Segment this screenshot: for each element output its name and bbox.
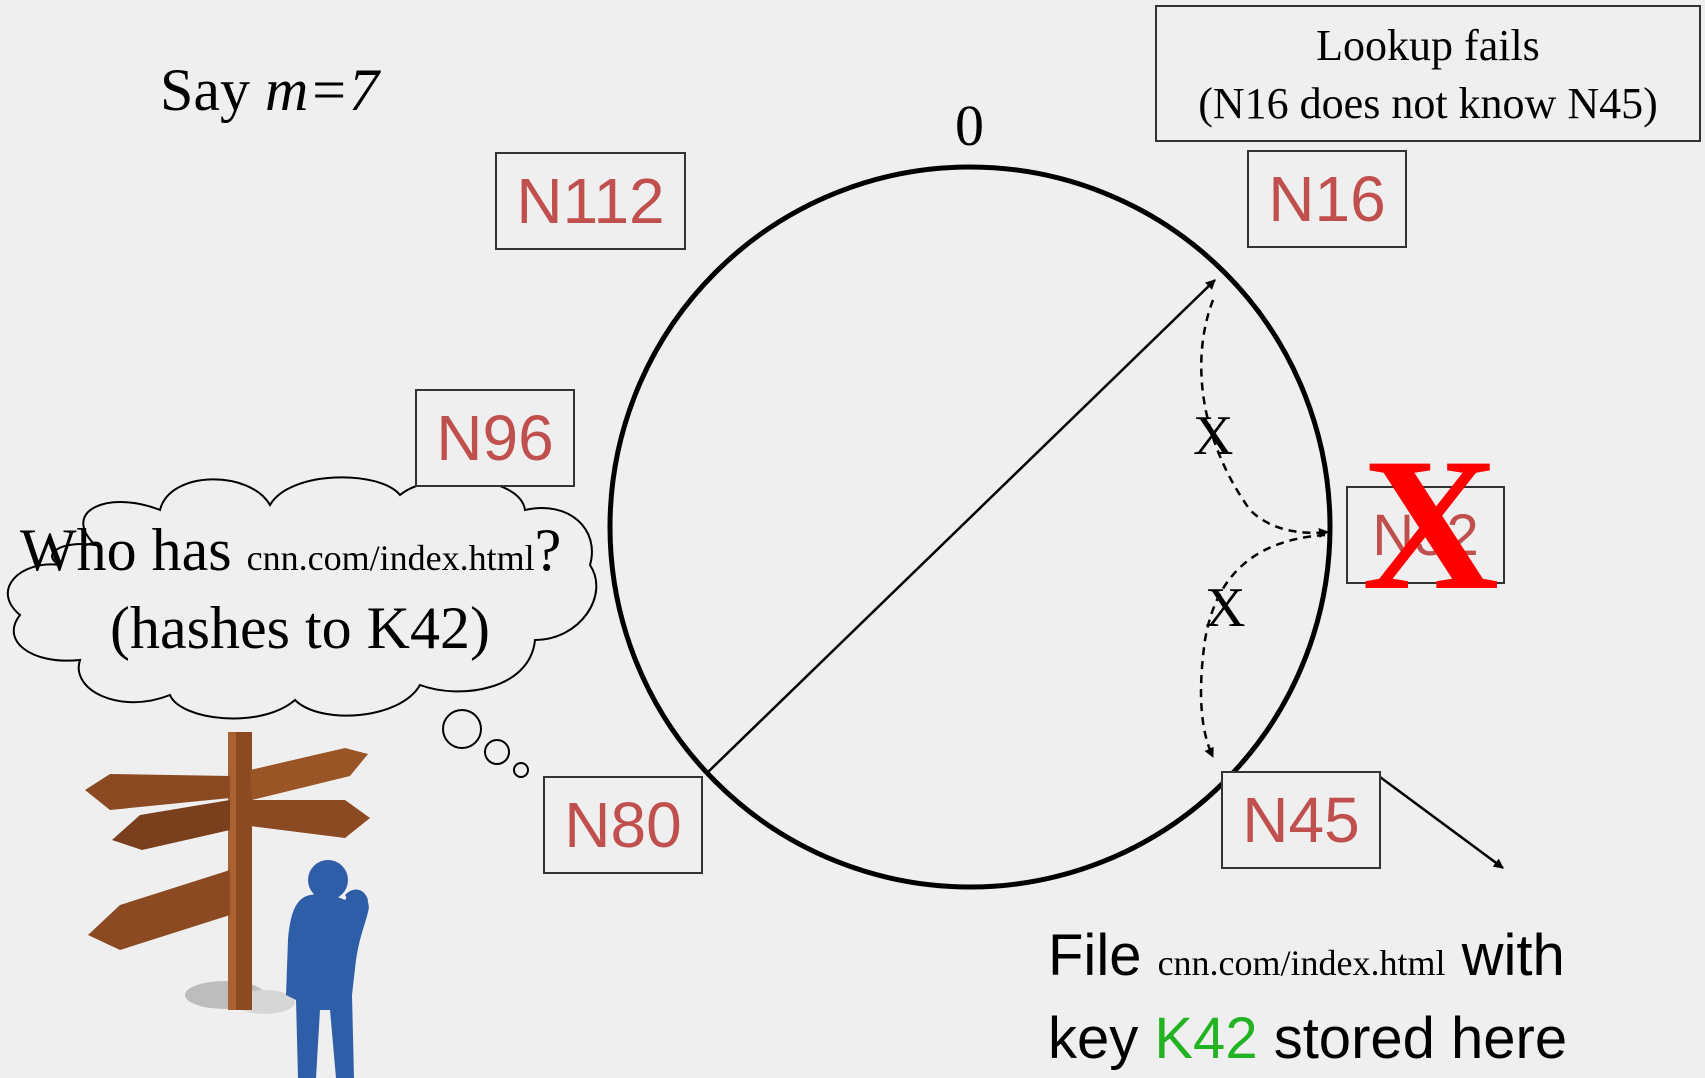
chord-ring xyxy=(607,164,1333,890)
node-n32: N32 xyxy=(1346,486,1505,584)
dashed-arrow-n32-to-n45 xyxy=(1199,533,1326,758)
question-mark: ? xyxy=(534,517,562,583)
file-word: File xyxy=(1048,923,1158,988)
thought-cloud xyxy=(6,476,598,778)
node-n45: N45 xyxy=(1221,771,1381,869)
file-url: cnn.com/index.html xyxy=(1157,943,1446,983)
person-icon xyxy=(286,860,369,1078)
hop-x-mark-1: X xyxy=(1193,405,1234,467)
node-n112: N112 xyxy=(495,152,686,250)
node-n80: N80 xyxy=(543,776,703,874)
who-has-text: Who has xyxy=(20,517,247,583)
lookup-fails-line2: (N16 does not know N45) xyxy=(1198,79,1658,128)
failed-node-x-mark: X xyxy=(1362,420,1500,630)
say-m-label: Say m=7 xyxy=(160,60,379,120)
file-note-line2: key K42 stored here xyxy=(1048,1001,1567,1077)
node-n96: N96 xyxy=(415,389,575,487)
lookup-arrow-n80-to-n16 xyxy=(706,279,1216,774)
lookup-fails-box: Lookup fails (N16 does not know N45) xyxy=(1155,5,1701,142)
m-value: =7 xyxy=(308,57,379,123)
file-note-line1: File cnn.com/index.html with xyxy=(1048,918,1567,1001)
ring-zero-label: 0 xyxy=(955,93,984,158)
hop-x-mark-2: X xyxy=(1205,577,1246,639)
stored-here: stored here xyxy=(1257,1006,1568,1071)
key-word: key xyxy=(1048,1006,1155,1071)
key-k42: K42 xyxy=(1154,1006,1258,1071)
question-line2: (hashes to K42) xyxy=(110,595,490,661)
with-word: with xyxy=(1445,923,1565,988)
lookup-fails-line1: Lookup fails xyxy=(1316,21,1540,70)
file-note: File cnn.com/index.html with key K42 sto… xyxy=(1048,918,1567,1077)
question-line1: Who has cnn.com/index.html? xyxy=(20,520,561,580)
m-variable: m xyxy=(265,57,309,123)
say-text: Say xyxy=(160,57,265,123)
question-url: cnn.com/index.html xyxy=(246,538,535,578)
node-n16: N16 xyxy=(1247,150,1407,248)
dashed-arrow-n16-to-n32 xyxy=(1200,299,1329,538)
n45-pointer-arrow xyxy=(1379,775,1504,870)
signpost-icon xyxy=(85,732,370,1014)
